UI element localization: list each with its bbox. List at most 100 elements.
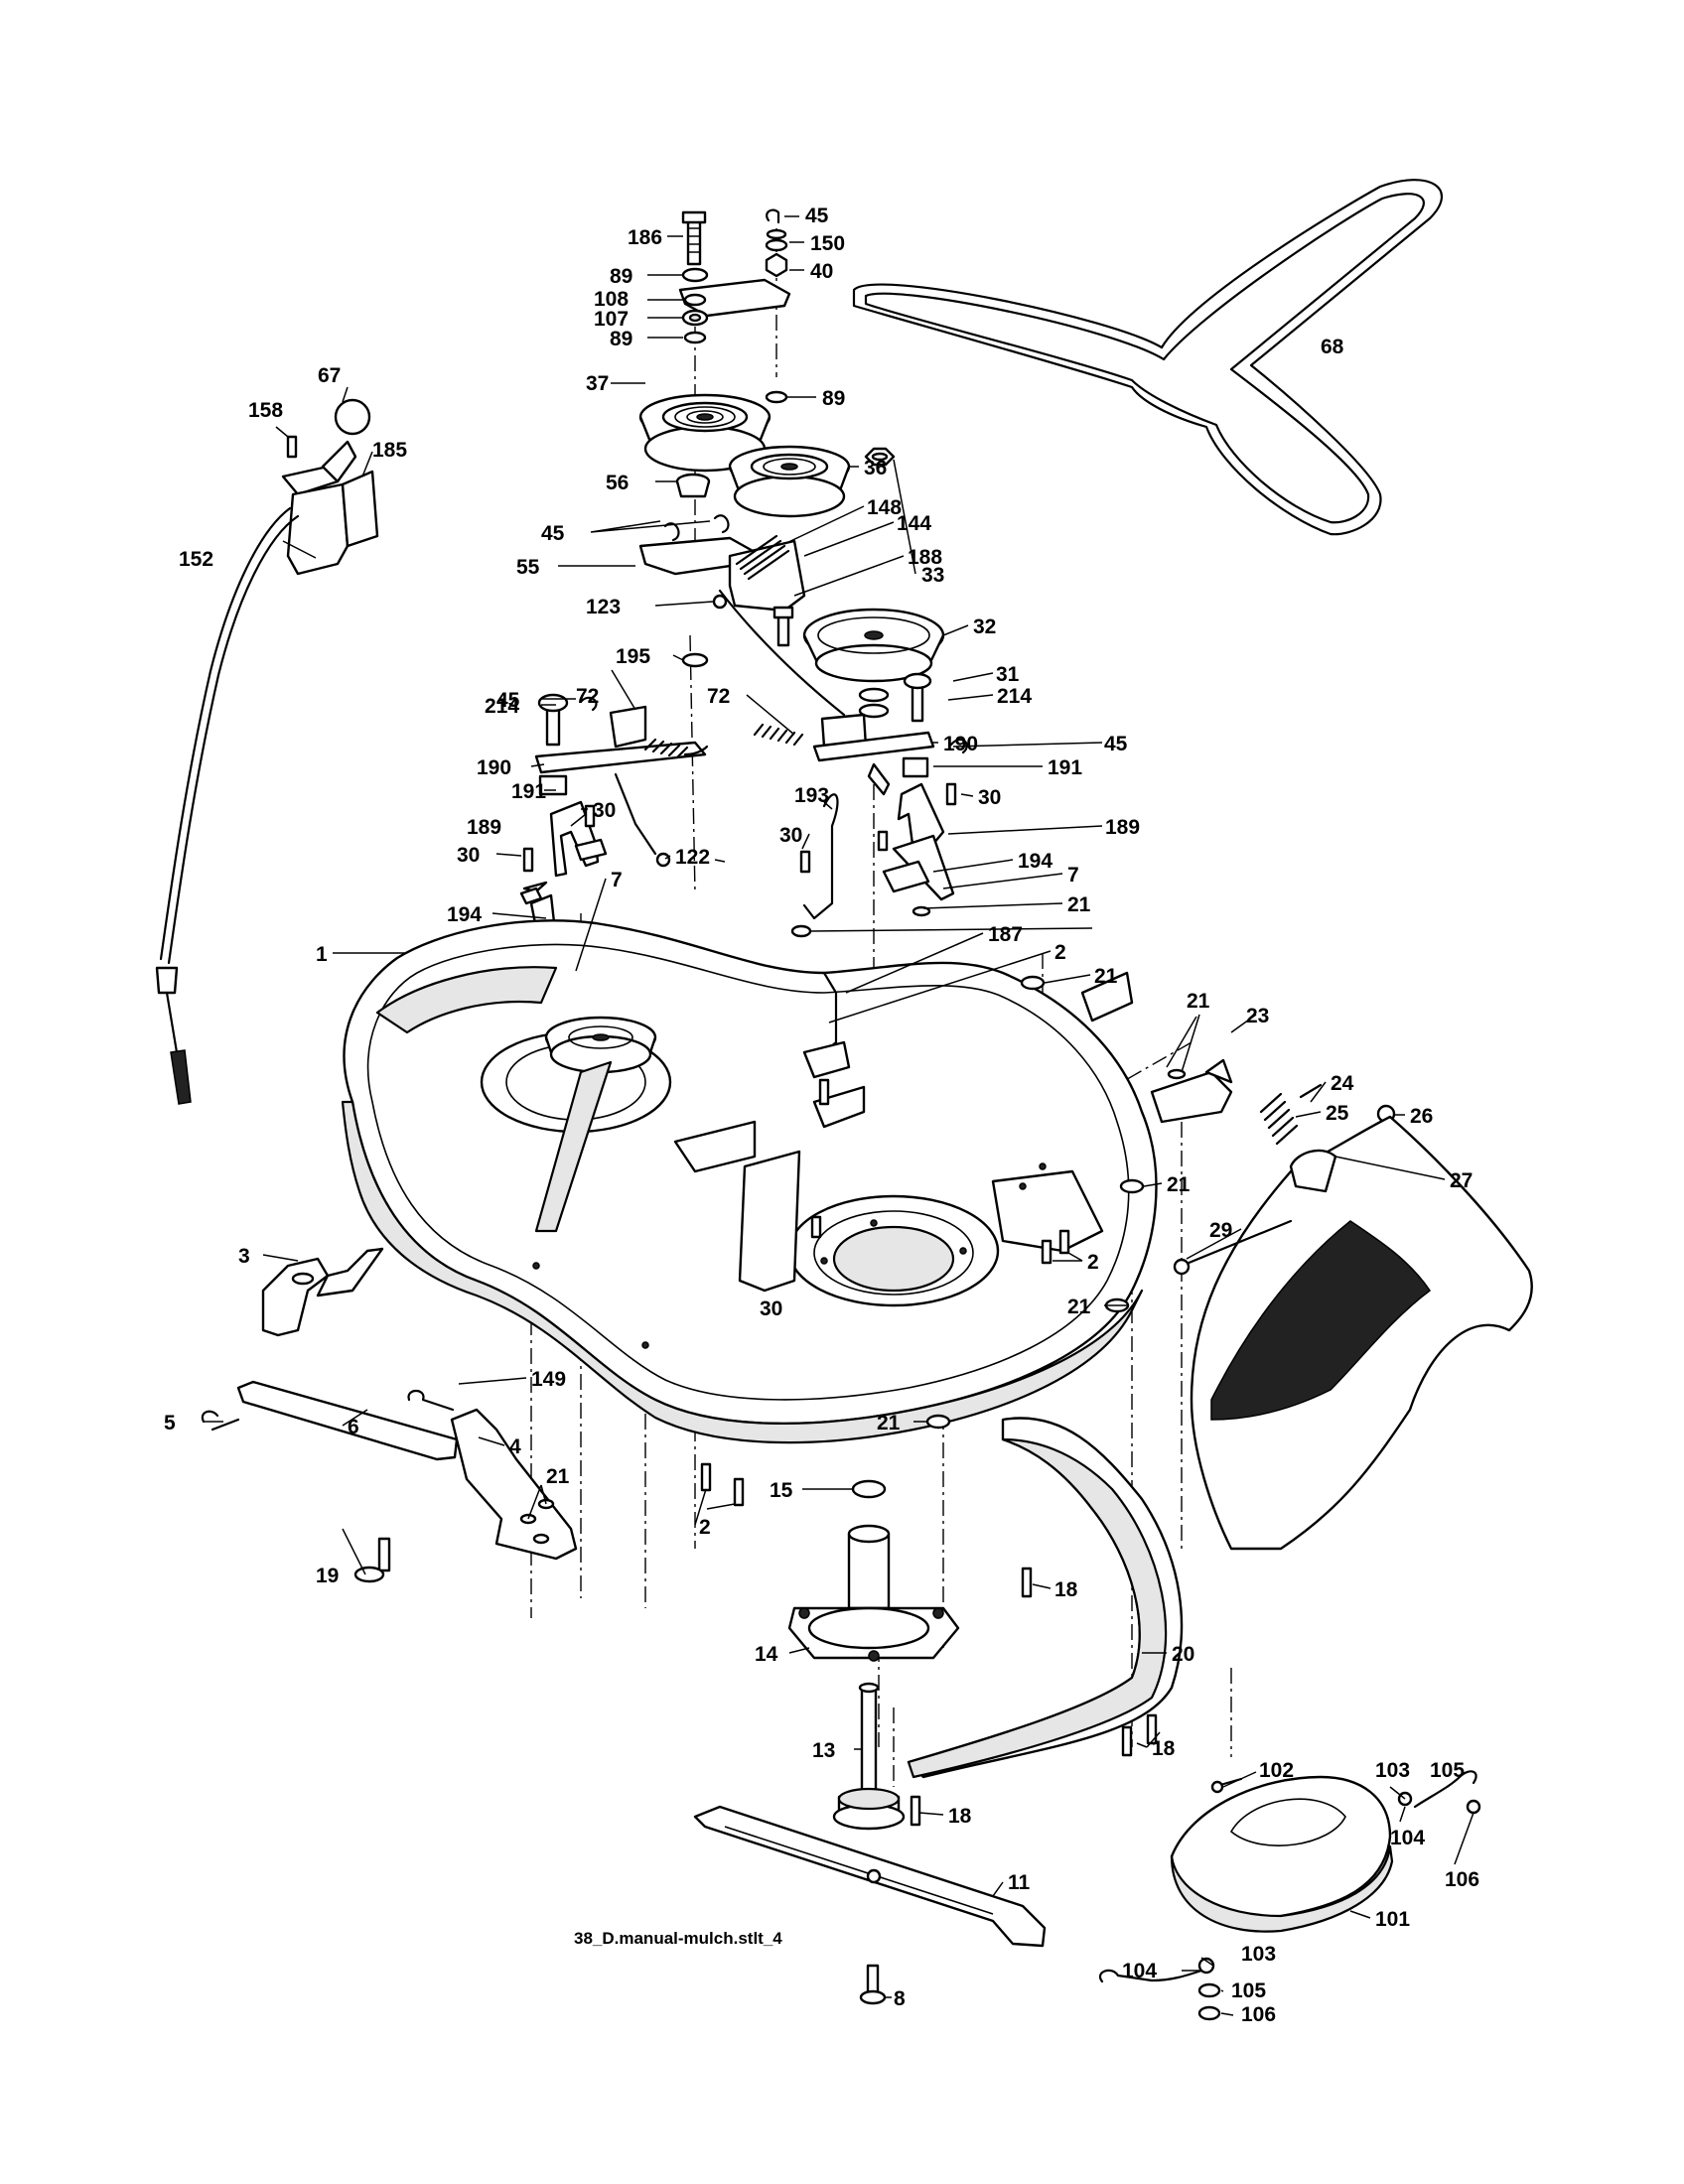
callout-18: 18: [1152, 1737, 1176, 1760]
callout-5: 5: [164, 1412, 176, 1434]
discharge-chute: [1150, 1058, 1533, 1551]
deck-pulley-32: [802, 447, 945, 723]
callout-29: 29: [1209, 1219, 1232, 1242]
callout-107: 107: [594, 308, 629, 331]
callout-1: 1: [316, 943, 328, 966]
callout-6: 6: [348, 1416, 359, 1438]
callout-106: 106: [1241, 2003, 1276, 2026]
callout-186: 186: [628, 226, 662, 249]
callout-33: 33: [921, 564, 944, 587]
center-bolts: [802, 971, 1070, 1265]
callout-191: 191: [1048, 756, 1082, 779]
front-hanger: [201, 1247, 578, 1583]
callout-30: 30: [760, 1297, 782, 1320]
left-tension-arm: [534, 693, 709, 868]
callout-149: 149: [531, 1368, 566, 1391]
callout-214: 214: [997, 685, 1032, 708]
callout-3: 3: [238, 1245, 250, 1268]
callout-104: 104: [1122, 1960, 1157, 1982]
clutch-cable-assembly: [155, 398, 379, 1105]
callout-72: 72: [576, 685, 599, 708]
idler-bracket-assembly: [678, 208, 791, 404]
washer-195: [681, 652, 709, 668]
right-brackets: [799, 782, 957, 917]
callout-24: 24: [1331, 1072, 1354, 1095]
callout-37: 37: [586, 372, 609, 395]
callout-158: 158: [248, 399, 283, 422]
callout-187: 187: [988, 923, 1023, 946]
callout-89: 89: [822, 387, 845, 410]
right-tension-arm: [753, 713, 968, 796]
callout-7: 7: [1067, 864, 1079, 887]
callout-105: 105: [1231, 1979, 1266, 2002]
baffle: [907, 1417, 1184, 1779]
callout-185: 185: [372, 439, 407, 462]
callout-102: 102: [1259, 1759, 1294, 1782]
callout-104: 104: [1390, 1827, 1425, 1849]
callout-45: 45: [805, 205, 829, 227]
callout-189: 189: [1105, 816, 1140, 839]
deck-housing: [341, 919, 1158, 1444]
callout-150: 150: [810, 232, 845, 255]
callout-89: 89: [610, 265, 632, 288]
callout-188: 188: [908, 546, 942, 569]
callout-194: 194: [447, 903, 482, 926]
idler-arm: [638, 514, 846, 717]
callout-4: 4: [509, 1435, 521, 1458]
callout-40: 40: [810, 260, 833, 283]
diagram-caption: 38_D.manual-mulch.stlt_4: [574, 1929, 782, 1948]
spindle-assembly: [787, 1479, 1158, 1831]
callout-56: 56: [606, 472, 629, 494]
callout-108: 108: [594, 288, 629, 311]
callout-23: 23: [1246, 1005, 1269, 1027]
callout-103: 103: [1241, 1943, 1276, 1966]
callout-11: 11: [1008, 1871, 1031, 1894]
callout-2: 2: [1087, 1251, 1099, 1274]
callout-152: 152: [179, 548, 213, 571]
callout-106: 106: [1445, 1868, 1479, 1891]
callout-193: 193: [794, 784, 829, 807]
callout-194: 194: [1018, 850, 1052, 873]
callout-72: 72: [707, 685, 730, 708]
callout-20: 20: [1172, 1643, 1194, 1666]
callout-26: 26: [1410, 1105, 1433, 1128]
callout-68: 68: [1321, 336, 1344, 358]
callout-190: 190: [477, 756, 511, 779]
callout-36: 36: [864, 457, 887, 479]
callout-27: 27: [1450, 1169, 1473, 1192]
callout-123: 123: [586, 596, 621, 618]
spacer-56: [675, 473, 711, 498]
callout-144: 144: [897, 512, 931, 535]
callout-30: 30: [593, 799, 616, 822]
callout-32: 32: [973, 615, 996, 638]
callout-15: 15: [770, 1479, 793, 1502]
callout-layer: 186 45 150 89 40 108 107 89 67 37 89 68 …: [164, 205, 1479, 2026]
callout-18: 18: [1054, 1578, 1078, 1601]
callout-189: 189: [467, 816, 501, 839]
callout-214: 214: [485, 695, 519, 718]
callout-21: 21: [1067, 893, 1091, 916]
callout-14: 14: [755, 1643, 778, 1666]
callout-190: 190: [943, 733, 978, 755]
callout-191: 191: [511, 780, 546, 803]
callout-2: 2: [699, 1516, 711, 1539]
callout-195: 195: [616, 645, 650, 668]
callout-55: 55: [516, 556, 540, 579]
idler-pulley-37: [638, 393, 772, 473]
callout-101: 101: [1375, 1908, 1410, 1931]
callout-45: 45: [1104, 733, 1128, 755]
callout-31: 31: [996, 663, 1020, 686]
callout-21: 21: [1067, 1296, 1091, 1318]
callout-21: 21: [1167, 1173, 1191, 1196]
callout-122: 122: [675, 846, 710, 869]
callout-8: 8: [894, 1987, 906, 2010]
callout-30: 30: [978, 786, 1001, 809]
callout-30: 30: [457, 844, 480, 867]
belt-guide-193: [802, 793, 839, 920]
callout-13: 13: [812, 1739, 835, 1762]
callout-19: 19: [316, 1565, 339, 1587]
callout-105: 105: [1430, 1759, 1465, 1782]
callout-25: 25: [1326, 1102, 1349, 1125]
callout-67: 67: [318, 364, 341, 387]
